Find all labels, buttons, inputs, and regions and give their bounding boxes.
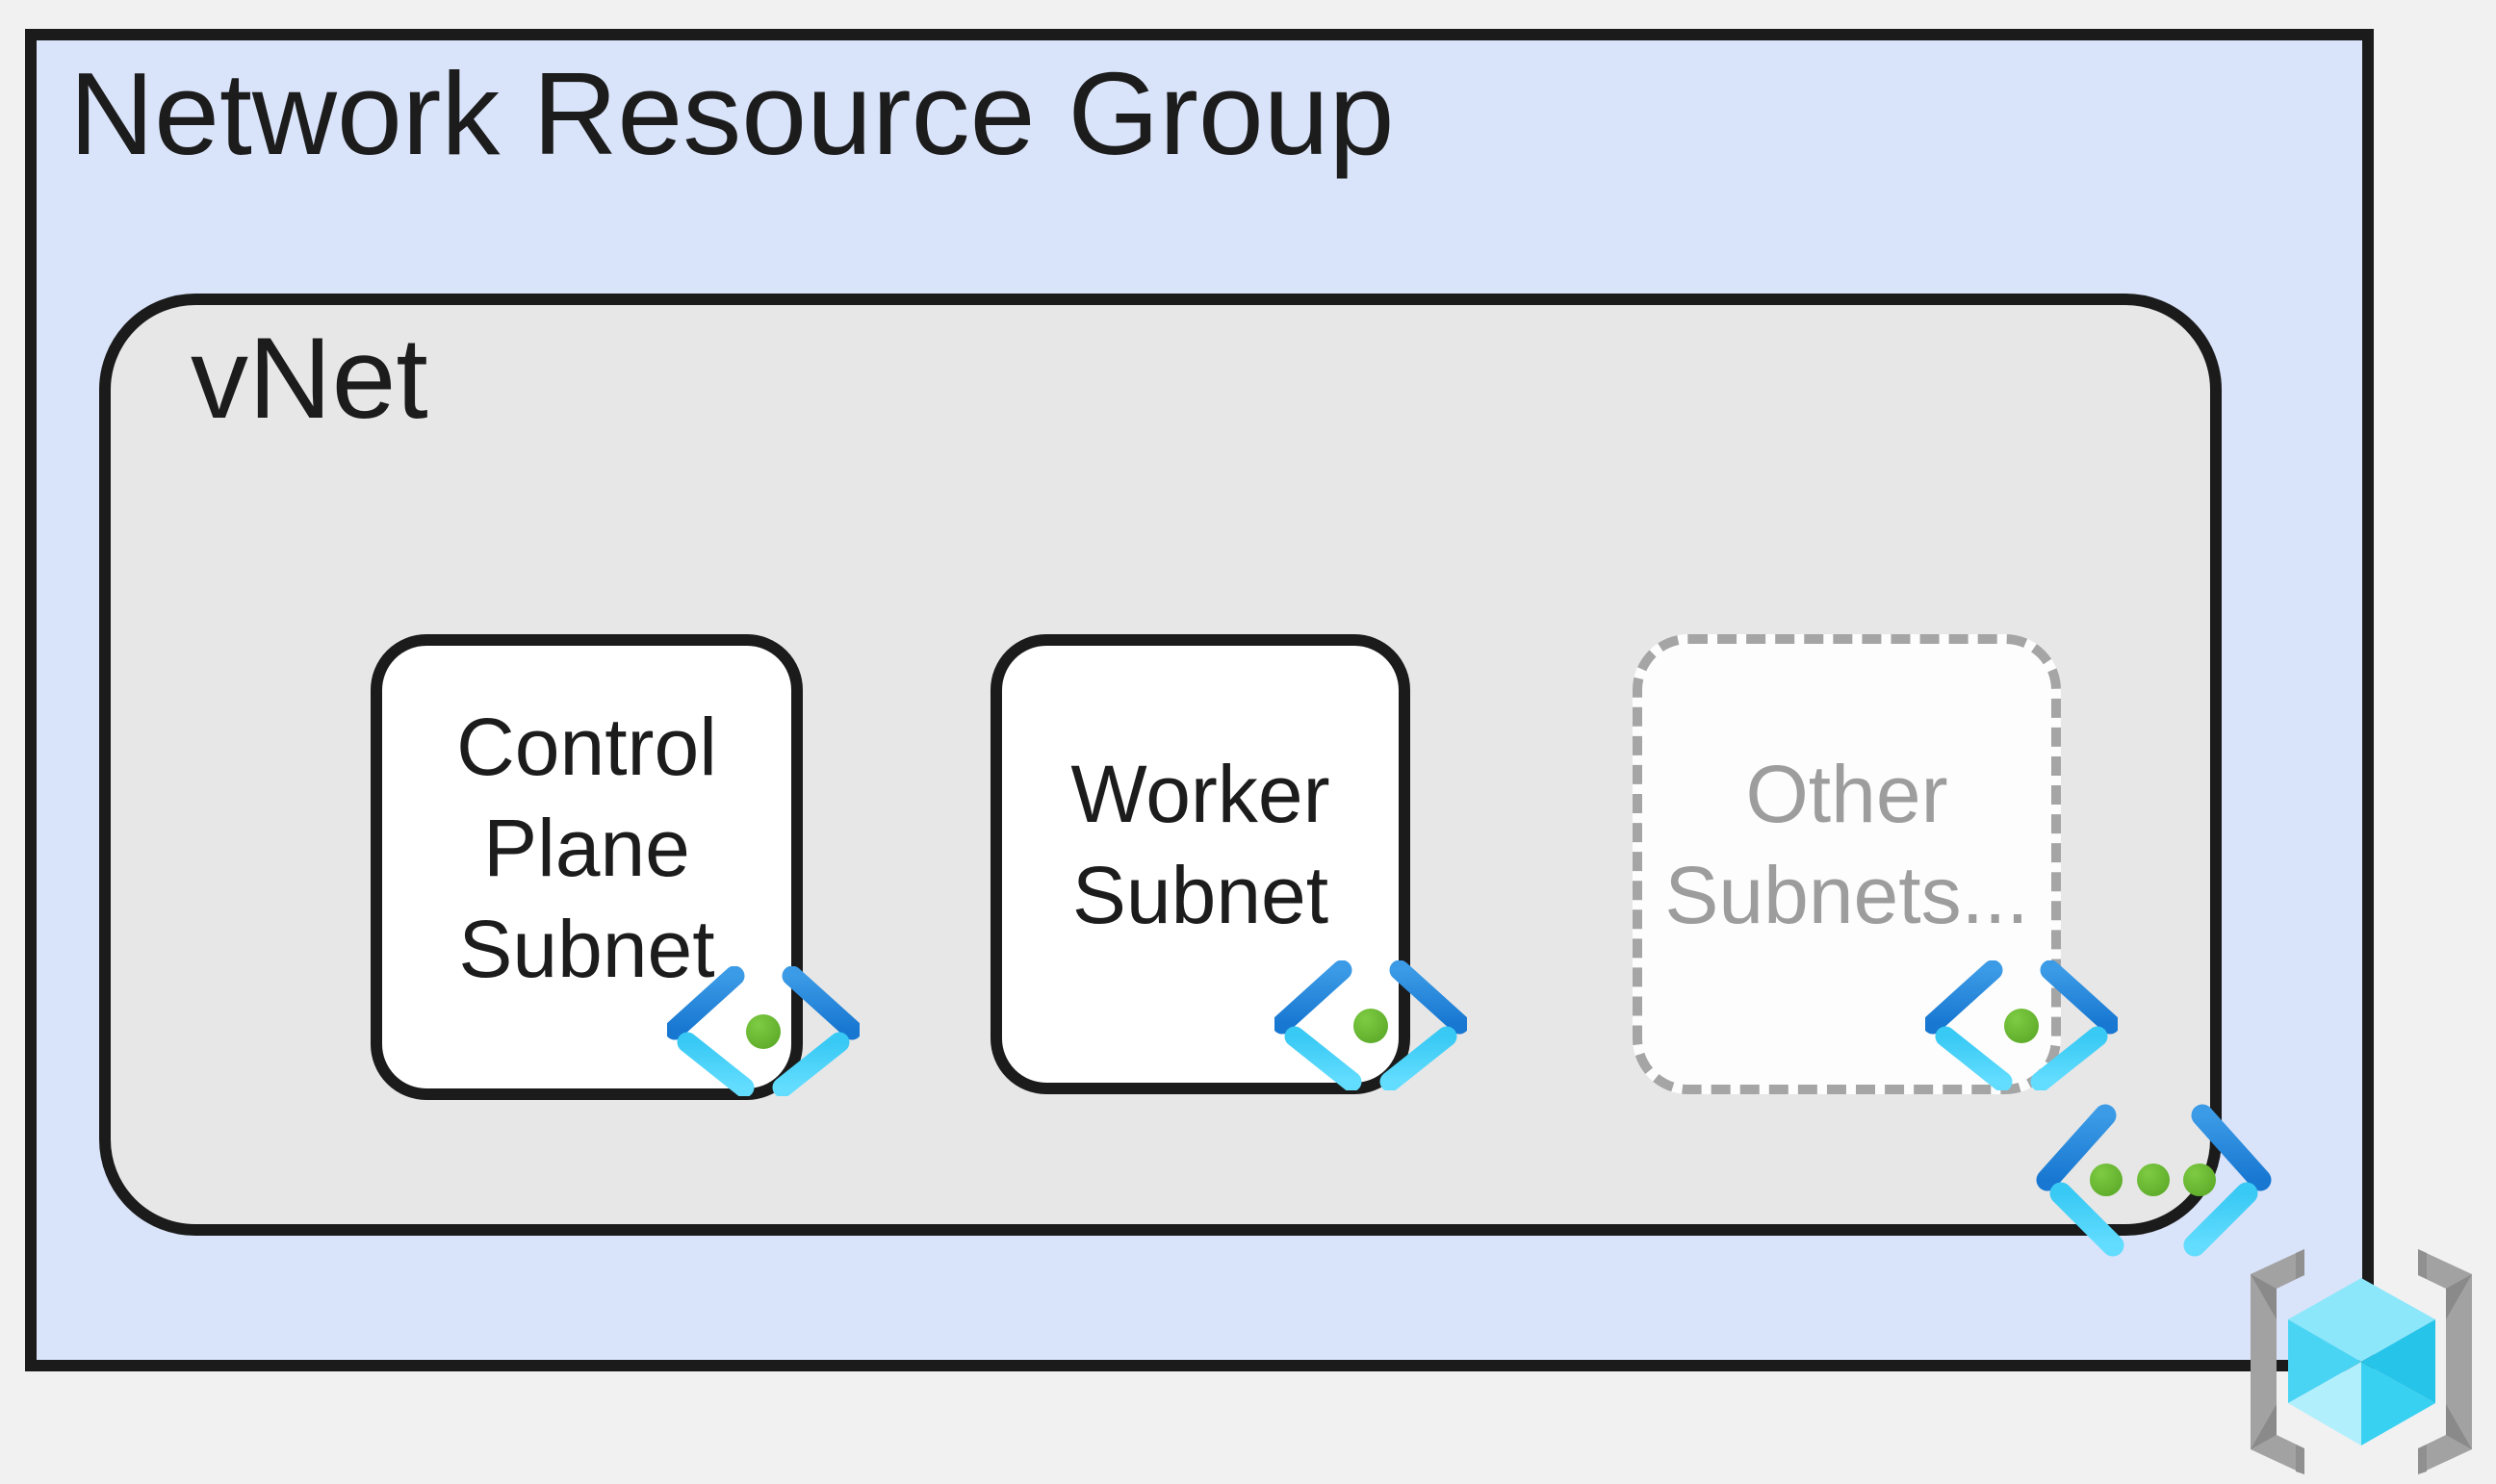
worker-subnet-box: Worker Subnet: [991, 634, 1410, 1094]
vnet-icon: [2036, 1104, 2272, 1257]
other-subnets-label: Other Subnets...: [1664, 749, 2029, 940]
control-plane-subnet-icon: [667, 966, 860, 1096]
other-subnets-box: Other Subnets...: [1633, 634, 2061, 1094]
control-plane-subnet-label: Control Plane Subnet: [456, 701, 717, 994]
vnet-label: vNet: [191, 314, 428, 443]
worker-subnet-icon: [1274, 960, 1467, 1090]
aks-icon: [2251, 1249, 2472, 1474]
other-subnets-icon: [1925, 960, 2118, 1090]
worker-subnet-label: Worker Subnet: [1070, 749, 1330, 940]
control-plane-subnet-box: Control Plane Subnet: [371, 634, 803, 1100]
network-resource-group-label: Network Resource Group: [69, 48, 1395, 179]
